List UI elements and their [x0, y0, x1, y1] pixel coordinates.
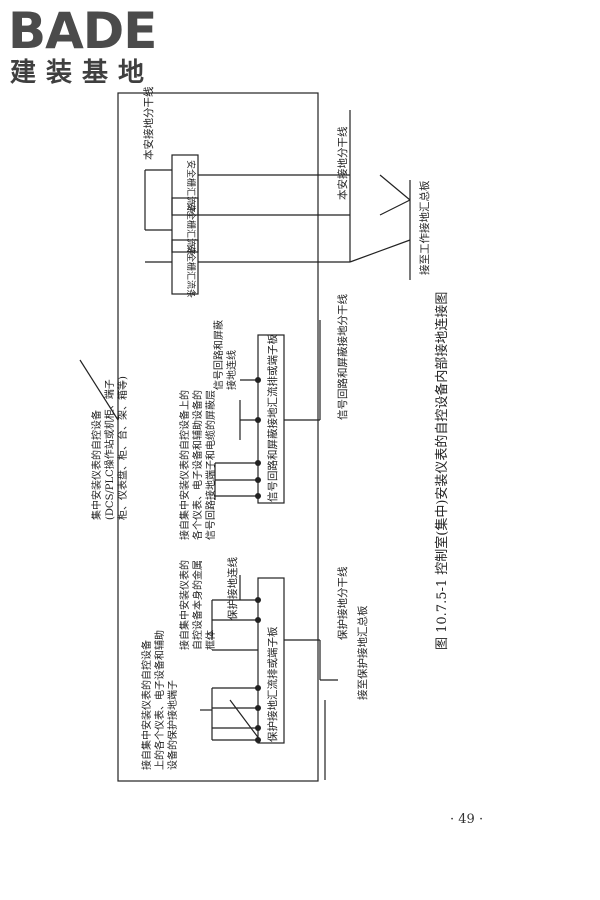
equipment-label: 集中安装仪表的自控设备 (DCS/PLC操作站或机柜、端子 柜、仪表盘、柜、台、… [90, 376, 129, 520]
work-main-label: 接至工作接地汇总板 [418, 180, 431, 275]
protect-busbar-label: 保护接地汇流排或端子板 [266, 626, 279, 742]
safety-bar-box-3 [171, 239, 199, 295]
page-number: · 49 · [450, 812, 484, 827]
equipment-enclosure [117, 92, 319, 782]
protect-branch-label: 保护接地分干线 [336, 566, 349, 640]
logo-subtitle-text: 建装基地 [10, 58, 155, 88]
protect-main-label: 接至保护接地汇总板 [356, 605, 369, 700]
protect-busbar-box [257, 577, 285, 744]
figure-caption: 图 10.7.5-1 控制室(集中)安装仪表的自控设备内部接地连接图 [434, 292, 450, 650]
protect-note-1: 接自集中安装仪表的自控设备 上的各个仪表、电子设备和辅助 设备的保护接地端子 [140, 627, 179, 770]
protect-wire-label: 保护接地连线 [226, 557, 239, 620]
safety-bar-label-1: 安全栅汇流条 [185, 160, 197, 214]
signal-branch-label: 信号回路和屏蔽接地分干线 [336, 294, 349, 420]
safety-bar-box-1 [171, 154, 199, 216]
safety-bar-label-3: 安全栅汇流条 [185, 244, 197, 298]
brand-logo: BADE 建装基地 [6, 4, 176, 90]
signal-note: 接自集中安装仪表的自控设备上的 各个仪表、电子设备和辅助设备的 信号回路接地端子… [178, 387, 217, 540]
safety-bar-box-2 [171, 197, 199, 253]
safety-branch-label-top: 本安接地分干线 [142, 86, 155, 160]
signal-wire-label: 信号回路和屏蔽 接地连线 [212, 317, 238, 390]
logo-brand-text: BADE [8, 2, 157, 60]
protect-note-2: 接自集中安装仪表的 自控设备本身的金属 框体 [178, 557, 217, 650]
safety-branch-label: 本安接地分干线 [336, 126, 349, 200]
signal-busbar-label: 信号回路和屏蔽接地汇流排或端子板 [266, 334, 279, 502]
safety-bar-label-2: 安全栅汇流条 [185, 202, 197, 256]
